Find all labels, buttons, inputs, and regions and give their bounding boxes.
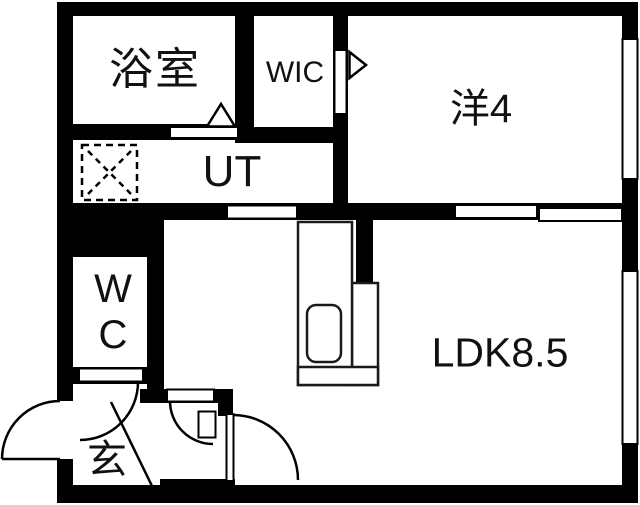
wall-bath-wic	[235, 10, 254, 143]
kitchen-counter	[296, 220, 380, 387]
hall-door-opening	[226, 204, 298, 220]
washing-machine-pan-icon	[80, 143, 139, 202]
wall-genkan-right	[218, 389, 233, 416]
sliding-door-panel-1	[454, 204, 538, 219]
sliding-door-panel-2	[538, 207, 623, 222]
window-west-room	[621, 38, 639, 180]
wall-pipe-space	[57, 203, 164, 257]
genkan-door-opening	[166, 388, 215, 403]
room-label-entrance: 玄	[87, 438, 127, 482]
wall-kitchen-stub	[356, 218, 373, 284]
ldk-door-arc	[232, 413, 300, 481]
toilet-label-line-1: W	[94, 267, 132, 311]
wall-left-upper	[57, 2, 73, 401]
genkan-door-arc	[168, 400, 214, 446]
wic-door-opening	[333, 49, 348, 115]
toilet-door-opening	[78, 367, 144, 383]
room-label-ldk: LDK8.5	[431, 329, 569, 376]
room-label-wic: WIC	[265, 56, 325, 89]
kitchen-sink	[305, 303, 343, 364]
wall-genkan-step	[160, 479, 235, 489]
window-ldk	[621, 270, 639, 445]
wall-top	[57, 2, 638, 16]
bathroom-door-opening	[169, 126, 239, 139]
bathroom-door-triangle-icon	[204, 101, 238, 128]
wall-left-lower	[57, 459, 73, 503]
shoe-cabinet	[197, 410, 217, 439]
toilet-door-arc	[79, 381, 140, 442]
ldk-door-leaf	[225, 413, 235, 482]
room-label-western-room: 洋4	[449, 87, 513, 131]
wall-wic-bottom	[237, 127, 348, 143]
wall-wc-right	[147, 255, 164, 403]
toilet-label-line-2: C	[98, 313, 128, 357]
room-label-bathroom: 浴室	[109, 45, 201, 94]
entrance-door-arc	[0, 399, 61, 460]
wall-bottom	[57, 485, 638, 503]
genkan-step-line	[109, 401, 154, 487]
wic-door-triangle-icon	[348, 49, 369, 81]
room-label-utility: UT	[202, 147, 262, 196]
room-label-toilet: W C	[94, 269, 132, 355]
